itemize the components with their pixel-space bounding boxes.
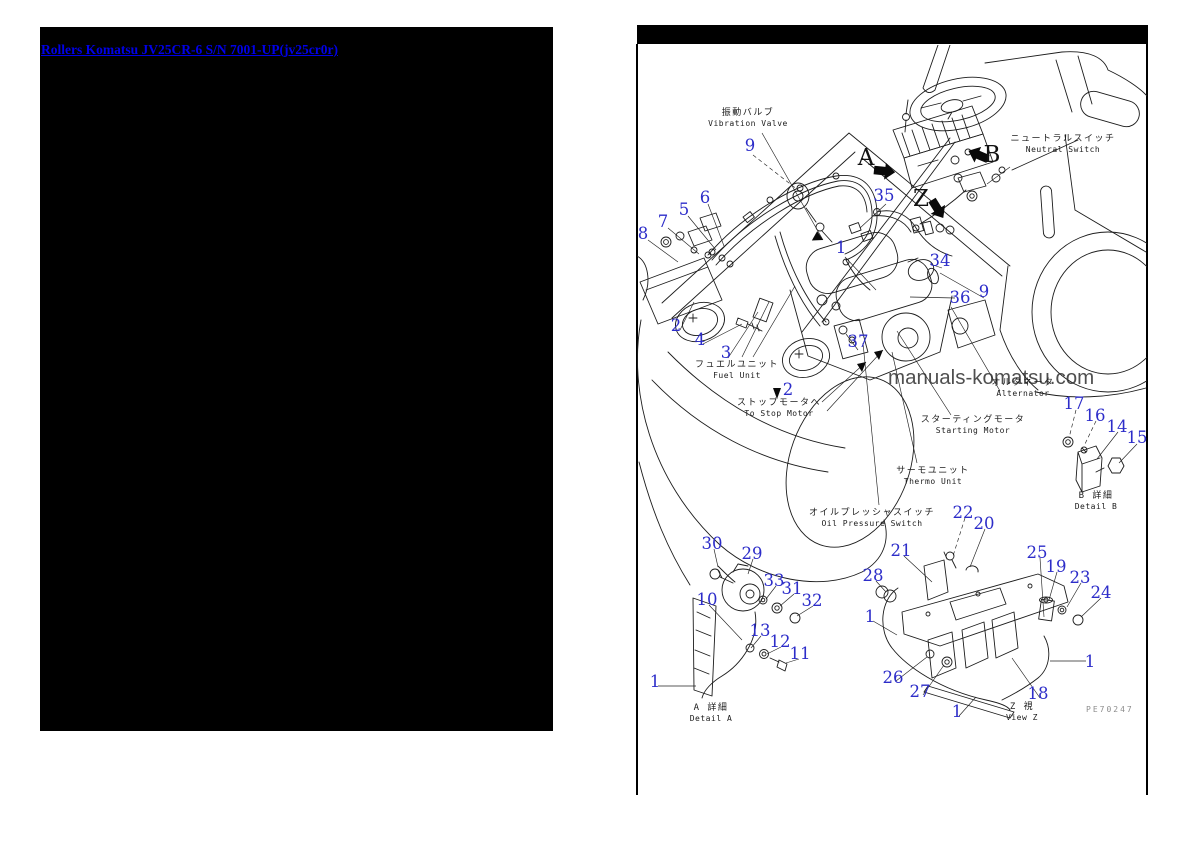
callout-24: 24 [1090, 583, 1112, 602]
part-label-fuel-unit-jp: フュエルユニット [694, 360, 780, 370]
part-label-starting-motor-jp: スターティングモータ [920, 415, 1026, 425]
callout-2: 2 [670, 316, 682, 335]
part-label-neutral-switch-en: Neutral Switch [1025, 145, 1101, 155]
callout-11: 11 [789, 644, 811, 663]
callout-12: 12 [769, 632, 791, 651]
callout-34: 34 [929, 251, 951, 270]
drawing-number: PE70247 [1086, 705, 1134, 714]
callout-35: 35 [873, 186, 895, 205]
view-letter-A: A [857, 145, 875, 171]
callout-20: 20 [973, 514, 995, 533]
callout-3: 3 [720, 343, 732, 362]
callout-7: 7 [657, 212, 669, 231]
callout-10: 10 [696, 590, 718, 609]
callout-27: 27 [909, 682, 931, 701]
view-letter-B: B [983, 142, 1001, 168]
part-label-detail-a-en: Detail A [689, 714, 733, 724]
callout-16: 16 [1084, 406, 1106, 425]
part-label-fuel-unit-en: Fuel Unit [713, 371, 761, 381]
left-cover-panel [40, 27, 553, 731]
part-label-view-z-en: View Z [1006, 713, 1038, 723]
callout-30: 30 [701, 534, 723, 553]
part-label-view-z-jp: Z 視 [1009, 702, 1035, 712]
callout-32: 32 [801, 591, 823, 610]
part-label-to-stop-motor-en: To Stop Motor [744, 409, 814, 419]
callout-22: 22 [952, 503, 974, 522]
callout-13: 13 [749, 621, 771, 640]
part-label-to-stop-motor-jp: ストップモータへ [736, 398, 822, 408]
callout-15: 15 [1126, 428, 1148, 447]
view-letter-Z: Z [913, 186, 929, 212]
part-label-vibration-valve-en: Vibration Valve [708, 119, 788, 129]
model-link[interactable]: Rollers Komatsu JV25CR-6 S/N 7001-UP(jv2… [41, 42, 338, 57]
part-label-detail-b-jp: B 詳細 [1078, 491, 1114, 501]
callout-6: 6 [699, 188, 711, 207]
callout-21: 21 [890, 541, 912, 560]
part-label-thermo-unit-jp: サーモユニット [896, 466, 970, 476]
callout-17: 17 [1063, 394, 1085, 413]
callout-23: 23 [1069, 568, 1091, 587]
diagram-top-bar [637, 25, 1148, 44]
callout-33: 33 [763, 571, 785, 590]
part-label-oil-pressure-switch-jp: オイルプレッシャスイッチ [808, 508, 936, 518]
part-label-thermo-unit-en: Thermo Unit [903, 477, 963, 487]
callout-37: 37 [847, 332, 869, 351]
part-label-vibration-valve-jp: 振動バルブ [721, 108, 775, 118]
part-label-neutral-switch-jp: ニュートラルスイッチ [1010, 134, 1116, 144]
diagram-right-border [1146, 44, 1148, 795]
callout-1: 1 [1084, 652, 1096, 671]
part-label-alternator-en: Alternator [996, 389, 1050, 399]
callout-2: 2 [782, 380, 794, 399]
callout-29: 29 [741, 544, 763, 563]
callout-25: 25 [1026, 543, 1048, 562]
part-label-alternator-jp: オルタネータ [991, 378, 1055, 388]
diagram-left-border [636, 44, 638, 795]
watermark: manuals-komatsu.com [888, 366, 1095, 389]
callout-28: 28 [862, 566, 884, 585]
callout-26: 26 [882, 668, 904, 687]
callout-31: 31 [781, 579, 803, 598]
callout-1: 1 [835, 238, 847, 257]
callout-18: 18 [1027, 684, 1049, 703]
callout-36: 36 [949, 288, 971, 307]
part-label-oil-pressure-switch-en: Oil Pressure Switch [821, 519, 923, 529]
callout-1: 1 [864, 607, 876, 626]
callout-5: 5 [678, 200, 690, 219]
callout-19: 19 [1045, 557, 1067, 576]
callout-1: 1 [649, 672, 661, 691]
part-label-detail-b-en: Detail B [1074, 502, 1118, 512]
part-label-starting-motor-en: Starting Motor [935, 426, 1011, 436]
part-label-detail-a-jp: A 詳細 [693, 703, 729, 713]
callout-9: 9 [744, 136, 756, 155]
callout-1: 1 [951, 702, 963, 721]
callout-8: 8 [637, 224, 649, 243]
callout-4: 4 [694, 330, 706, 349]
callout-14: 14 [1106, 417, 1128, 436]
callout-9: 9 [978, 282, 990, 301]
